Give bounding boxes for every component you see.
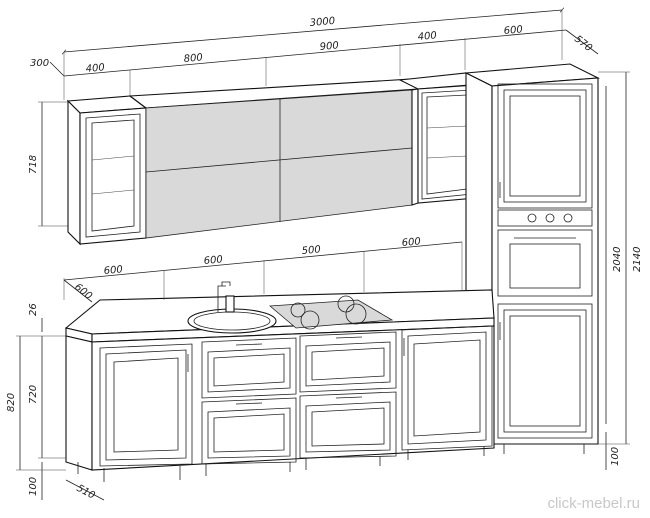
dimension-lines-top <box>38 10 599 227</box>
dim-upper-w5: 600 <box>503 24 523 37</box>
dim-lower-depth: 600 <box>72 282 94 302</box>
dim-upper-depth-left: 300 <box>30 58 49 69</box>
dim-lower-w4: 600 <box>401 236 421 249</box>
dim-tall-height-inner: 2040 <box>612 247 623 272</box>
dim-depth-top-right: 570 <box>572 34 594 54</box>
dim-lower-w2: 600 <box>203 254 223 267</box>
dim-tall-height-total: 2140 <box>632 247 643 272</box>
dim-total-width: 3000 <box>309 16 335 29</box>
dim-top-thickness: 26 <box>28 303 39 316</box>
base-cabinets <box>64 281 585 482</box>
dim-upper-w1: 400 <box>85 62 105 75</box>
dim-lower-w3: 500 <box>301 244 321 257</box>
hob <box>268 295 394 330</box>
dim-carcass-height: 720 <box>28 385 39 404</box>
dim-lower-w1: 600 <box>103 264 123 277</box>
dimension-lines-bottom <box>16 71 630 501</box>
dim-base-height: 820 <box>6 393 17 412</box>
dim-lower-depth-bottom: 510 <box>75 483 97 502</box>
dim-upper-w4: 400 <box>417 30 437 43</box>
dim-upper-height: 718 <box>28 155 39 174</box>
dim-plinth-left: 100 <box>28 477 39 496</box>
legs <box>77 444 585 482</box>
upper-cabinets <box>66 72 484 246</box>
dim-upper-w2: 800 <box>183 52 203 65</box>
sink <box>187 281 277 334</box>
watermark: click-mebel.ru <box>547 495 640 512</box>
dim-upper-w3: 900 <box>319 40 339 53</box>
dim-plinth-right: 100 <box>610 447 621 466</box>
